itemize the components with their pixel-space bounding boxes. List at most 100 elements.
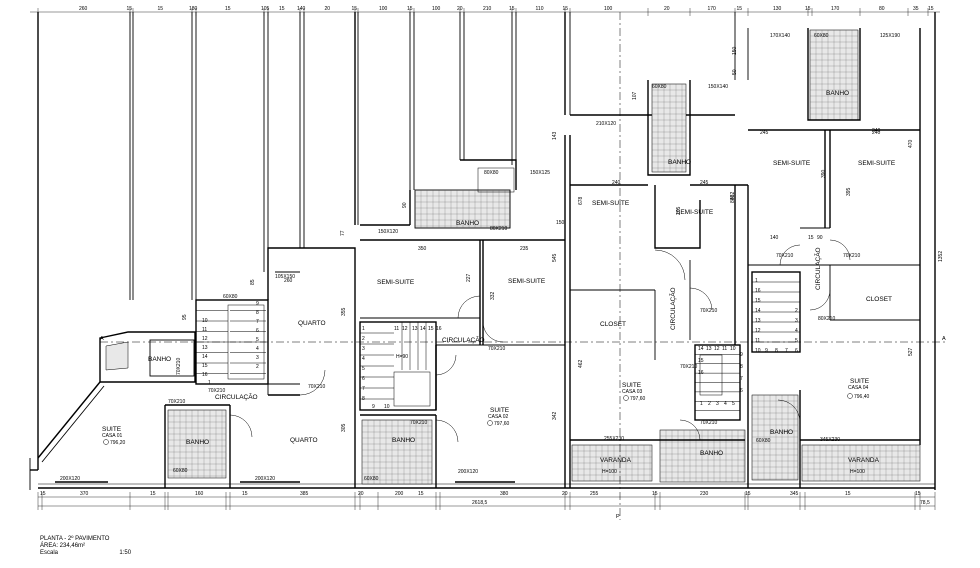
interior-dimension-label: 342: [552, 411, 558, 420]
room-label-semi-5: SEMI-SUITE: [773, 160, 811, 167]
stair-number: 5: [795, 338, 798, 344]
stair-number: 9: [256, 301, 259, 307]
bottom-dimension-label: 385: [300, 491, 309, 497]
stair-number: 1: [755, 278, 758, 284]
room-label-quarto-1: QUARTO: [298, 320, 326, 327]
top-dimension-label: 100: [604, 6, 613, 12]
stair-number: 15: [202, 363, 208, 369]
top-dimension-label: 100: [432, 6, 441, 12]
opening-label: 150X120: [378, 229, 398, 235]
room-label-banho-7: BANHO: [826, 90, 849, 97]
top-dimension-label: 20: [664, 6, 670, 12]
top-dimension-label: 15: [158, 6, 164, 12]
house-1: [37, 247, 356, 488]
top-dimension-label: 110: [536, 6, 544, 12]
room-label-circ-3: CIRCULAÇÃO: [668, 287, 677, 330]
room-label-suite-2: SUITE: [490, 407, 510, 414]
opening-label: 170X140: [770, 33, 790, 39]
room-label-casa-2: CASA 02: [488, 414, 509, 420]
room-label-semi-2: SEMI-SUITE: [508, 278, 546, 285]
top-dimension-label: 15: [407, 6, 413, 12]
opening-label: 150X140: [708, 84, 728, 90]
stair-number: 13: [755, 318, 761, 324]
room-label-semi-6: SEMI-SUITE: [858, 160, 896, 167]
stair-number: 8: [740, 364, 743, 370]
room-label-suite-4: SUITE: [850, 378, 870, 385]
stair-number: 11: [202, 327, 207, 333]
top-dimension-label: 15: [127, 6, 133, 12]
bottom-dimension-label: 20: [358, 491, 364, 497]
interior-dimension-label: 390: [821, 169, 827, 178]
stair-number: 10: [202, 318, 208, 324]
house-2: [359, 135, 571, 488]
interior-dimension-label: 150: [732, 46, 738, 55]
stair-number: 11: [394, 326, 399, 332]
opening-label: 60X80: [756, 438, 771, 444]
outer-walls: [29, 12, 936, 490]
opening-label: 70X210: [208, 388, 225, 394]
level-label: 796,40: [854, 394, 870, 400]
interior-dimension-label: 227: [466, 273, 472, 282]
title-block: PLANTA - 2º PAVIMENTO ÁREA: 234,46m² Esc…: [40, 536, 131, 557]
opening-label: 80X210: [490, 226, 507, 232]
top-dimension-label: 20: [325, 6, 331, 12]
top-dimension-label: 170: [831, 6, 840, 12]
stair-number: 8: [775, 348, 778, 354]
opening-label: 70X210: [700, 420, 717, 426]
opening-label: 200X120: [458, 469, 478, 475]
room-label-banho-4: BANHO: [392, 437, 415, 444]
stair-number: 14: [202, 354, 208, 360]
opening-label: 70X210: [700, 308, 717, 314]
stair-number: 2: [362, 336, 365, 342]
room-label-casa-4: CASA 04: [848, 385, 869, 391]
top-dimension-label: 260: [79, 6, 88, 12]
interior-dimension-label: 15: [808, 235, 814, 241]
top-dimension-label: 15: [279, 6, 285, 12]
interior-dimension-label: 245: [760, 130, 769, 136]
interior-dimension-label: 240: [612, 180, 621, 186]
stair-number: 12: [755, 328, 761, 334]
room-label-circ-2: CIRCULAÇÃO: [442, 335, 485, 344]
drawing-scale-row: Escala 1:50: [40, 550, 131, 557]
stair-number: 2: [708, 401, 711, 407]
interior-dimension-label: 545: [552, 253, 558, 262]
stair-number: 6: [795, 348, 798, 354]
bottom-dimension-label: 160: [195, 491, 204, 497]
house-4: [748, 28, 921, 488]
top-dimension-label: 35: [913, 6, 919, 12]
level-label: 796,20: [110, 440, 126, 446]
level-marker: [847, 393, 853, 399]
opening-label: 125X190: [880, 33, 900, 39]
stair-number: 16: [436, 326, 442, 332]
stair-number: 5: [362, 366, 365, 372]
interior-dimension-label: 305: [341, 423, 347, 432]
room-label-circ-1: CIRCULAÇÃO: [215, 392, 258, 401]
bottom-dimension-label: 15: [40, 491, 46, 497]
interior-dimension-label: 527: [908, 347, 914, 356]
top-dimension-label: 80: [879, 6, 885, 12]
room-label-suite-3: SUITE: [622, 382, 642, 389]
stair-number: 8: [362, 396, 365, 402]
stair-number: 13: [706, 346, 712, 352]
room-label-h90: H=90: [396, 354, 408, 360]
stair-number: 4: [362, 356, 365, 362]
stair-number: 11: [722, 346, 727, 352]
stair-number: 3: [716, 401, 719, 407]
top-dimension-label: 130: [773, 6, 782, 12]
room-label-banho-8: BANHO: [770, 429, 793, 436]
room-label-banho-6: BANHO: [700, 450, 723, 457]
stair-number: 12: [402, 326, 408, 332]
overall-dimension: 2618,5: [472, 500, 488, 506]
stair-number: 1: [362, 326, 365, 332]
opening-label: 60X80: [364, 476, 379, 482]
stair-number: 5: [732, 401, 735, 407]
bottom-dimension-label: 255: [590, 491, 599, 497]
opening-label: 70X210: [488, 346, 505, 352]
interior-dimension-label: 77: [340, 230, 346, 236]
opening-label: 200X120: [255, 476, 275, 482]
interior-dimension-label: 50: [732, 69, 738, 75]
